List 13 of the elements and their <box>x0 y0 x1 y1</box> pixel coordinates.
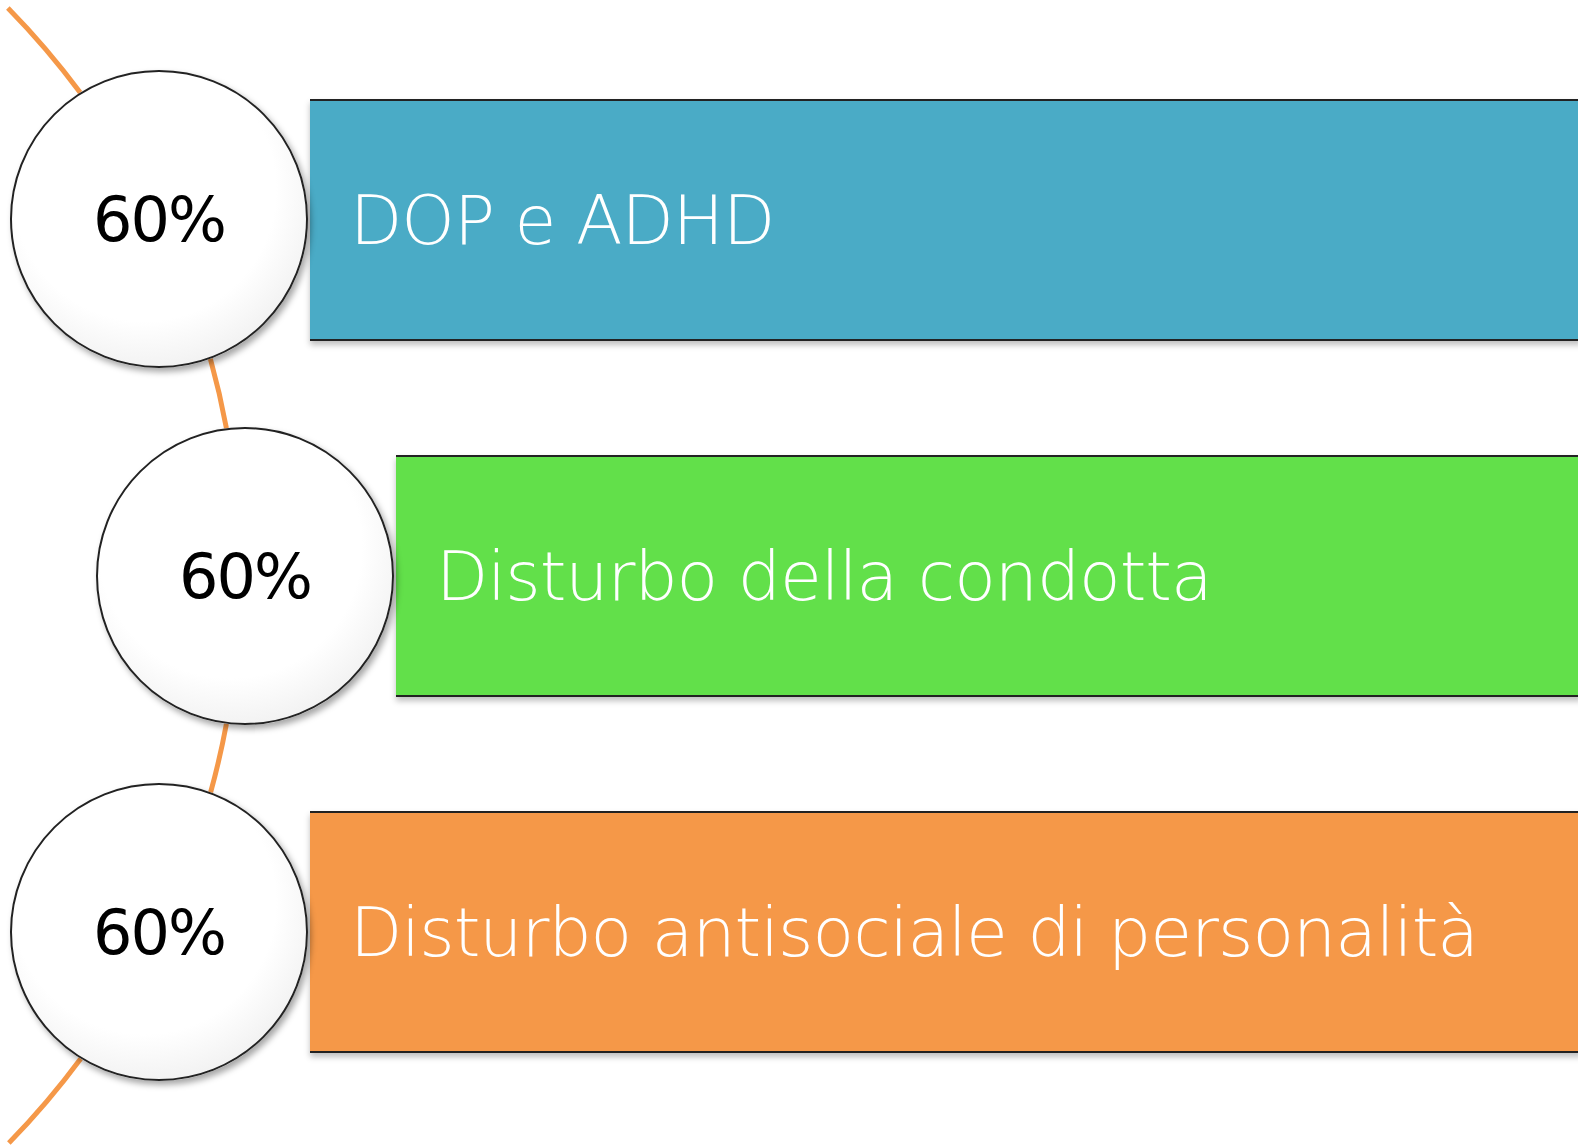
connector-arc <box>208 723 229 793</box>
label-band <box>310 99 1578 341</box>
percentage-value: 60% <box>93 895 225 969</box>
band-label: Disturbo della condotta <box>436 536 1212 616</box>
band-label: DOP e ADHD <box>350 180 775 260</box>
connector-arc <box>6 6 83 95</box>
band-label: Disturbo antisociale di personalità <box>350 892 1478 972</box>
percentage-value: 60% <box>93 182 225 256</box>
connector-arc <box>207 358 229 429</box>
percentage-value: 60% <box>179 539 311 613</box>
connector-arc <box>7 1057 83 1145</box>
label-band <box>310 811 1578 1053</box>
label-band <box>396 455 1578 697</box>
